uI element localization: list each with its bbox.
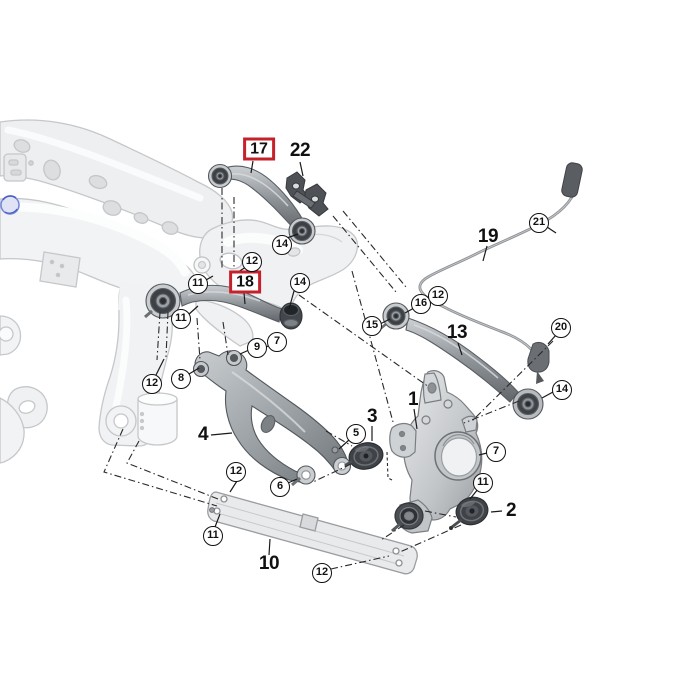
callout-1: 1 — [407, 389, 419, 410]
callout-circle-21: 21 — [529, 213, 549, 233]
callout-2: 2 — [505, 500, 517, 521]
push-rod — [207, 491, 418, 575]
callout-circle-11: 11 — [188, 274, 208, 294]
callout-circle-9: 9 — [247, 338, 267, 358]
callout-circle-11: 11 — [473, 473, 493, 493]
subframe-blue-detail — [0, 195, 20, 215]
subframe — [0, 119, 359, 464]
subframe-bracket-2 — [39, 251, 81, 288]
wheel-carrier — [389, 370, 483, 534]
callout-circle-12: 12 — [428, 286, 448, 306]
callout-19: 19 — [477, 226, 499, 247]
callout-22: 22 — [289, 140, 311, 161]
callout-circle-12: 12 — [242, 252, 262, 272]
knuckle-left-ear — [389, 422, 417, 458]
lower-control-arm — [192, 349, 352, 487]
subframe-cylinder — [137, 398, 178, 446]
callout-circle-6: 6 — [270, 477, 290, 497]
rubber-mount-3 — [344, 442, 384, 470]
subframe-bracket — [3, 153, 27, 182]
cable-connector — [561, 162, 583, 198]
callout-circle-12: 12 — [312, 563, 332, 583]
callout-circle-7: 7 — [267, 332, 287, 352]
rod-center-tab — [299, 513, 319, 532]
callout-10: 10 — [258, 553, 280, 574]
callout-circle-12: 12 — [142, 374, 162, 394]
sensor-cable — [418, 162, 583, 384]
sensor-head — [527, 341, 550, 373]
subframe-web — [195, 299, 254, 347]
traction-strut — [378, 302, 544, 420]
callout-box-17: 17 — [243, 137, 275, 161]
callout-circle-14: 14 — [290, 273, 310, 293]
callout-circle-15: 15 — [362, 316, 382, 336]
callout-circle-16: 16 — [411, 294, 431, 314]
callout-circle-14: 14 — [552, 380, 572, 400]
rubber-mount-2 — [449, 496, 489, 530]
callout-circle-11: 11 — [203, 526, 223, 546]
alignment-lines — [103, 188, 554, 570]
front-upper-arm — [144, 283, 303, 330]
callout-circle-11: 11 — [171, 309, 191, 329]
clamp-bracket — [285, 171, 329, 217]
callout-circle-20: 20 — [551, 318, 571, 338]
callout-circle-5: 5 — [346, 424, 366, 444]
callout-3: 3 — [366, 406, 378, 427]
callout-circle-7: 7 — [486, 442, 506, 462]
callout-circle-12: 12 — [226, 462, 246, 482]
callout-4: 4 — [197, 424, 209, 445]
upper-camber-arm — [207, 163, 316, 245]
callout-box-18: 18 — [229, 270, 261, 294]
callout-circle-14: 14 — [272, 235, 292, 255]
callout-13: 13 — [446, 322, 468, 343]
callout-circle-8: 8 — [171, 369, 191, 389]
